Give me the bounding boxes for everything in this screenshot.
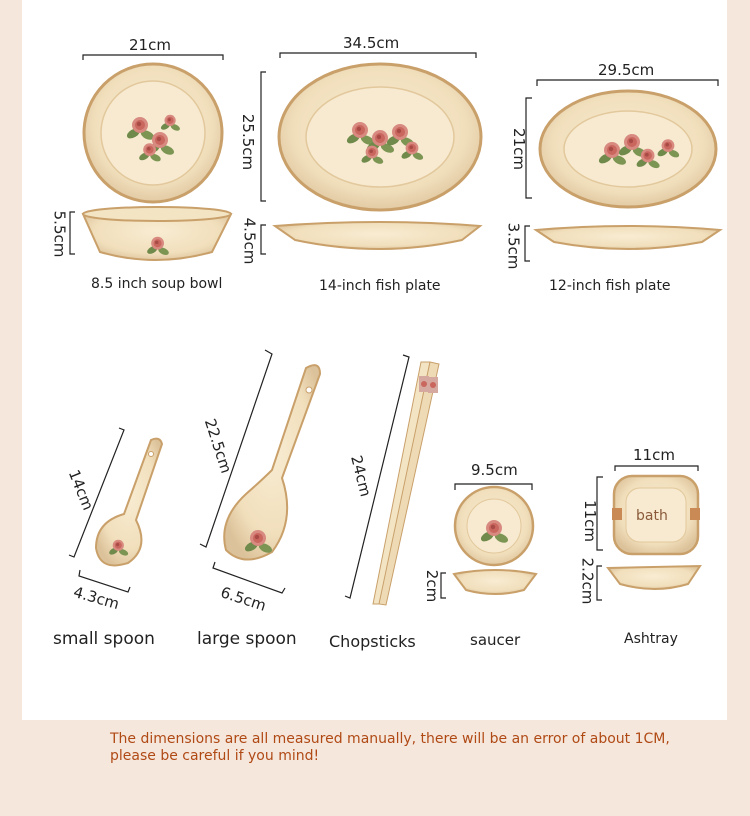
- fish-plate-14-side-image: [272, 221, 483, 250]
- ashtray-side-image: [606, 564, 702, 590]
- soup-bowl-top-image: [82, 62, 224, 204]
- saucer-label: saucer: [470, 631, 521, 649]
- soup-bowl-label: 8.5 inch soup bowl: [91, 276, 223, 292]
- large-spoon-image: [223, 364, 322, 561]
- ashtray-width-dim: 11cm: [633, 446, 675, 464]
- soup-bowl-height-dim: 5.5cm: [50, 210, 69, 258]
- large-spoon-label: large spoon: [197, 629, 297, 649]
- ashtray-depth-dim: 11cm: [580, 500, 599, 542]
- ashtray-top-image: [612, 474, 700, 556]
- ashtray-text: bath: [636, 508, 668, 524]
- chopsticks-label: Chopsticks: [329, 632, 416, 651]
- fish12-label: 12-inch fish plate: [549, 278, 671, 294]
- dimension-lines: [68, 52, 719, 601]
- soup-bowl-width-dim: 21cm: [129, 36, 171, 54]
- chopsticks-image: [372, 361, 440, 606]
- fish-plate-14-top-image: [277, 62, 483, 212]
- fish12-depth-dim: 21cm: [509, 128, 528, 170]
- fish14-label: 14-inch fish plate: [319, 278, 441, 294]
- ashtray-height-dim: 2.2cm: [578, 557, 597, 605]
- fish14-width-dim: 34.5cm: [343, 34, 400, 52]
- fish12-width-dim: 29.5cm: [598, 61, 655, 79]
- saucer-width-dim: 9.5cm: [471, 461, 518, 479]
- fish-plate-12-side-image: [533, 225, 723, 250]
- fish14-depth-dim: 25.5cm: [239, 113, 258, 171]
- saucer-height-dim: 2cm: [423, 569, 442, 603]
- saucer-top-image: [453, 485, 535, 567]
- small-spoon-image: [94, 437, 164, 567]
- fish-plate-12-top-image: [538, 89, 718, 209]
- fish14-height-dim: 4.5cm: [240, 217, 259, 265]
- measurement-note: The dimensions are all measured manually…: [110, 731, 670, 764]
- ashtray-label: Ashtray: [624, 631, 678, 647]
- soup-bowl-side-image: [81, 206, 233, 261]
- saucer-side-image: [452, 569, 538, 595]
- fish12-height-dim: 3.5cm: [504, 222, 523, 270]
- small-spoon-label: small spoon: [53, 629, 155, 649]
